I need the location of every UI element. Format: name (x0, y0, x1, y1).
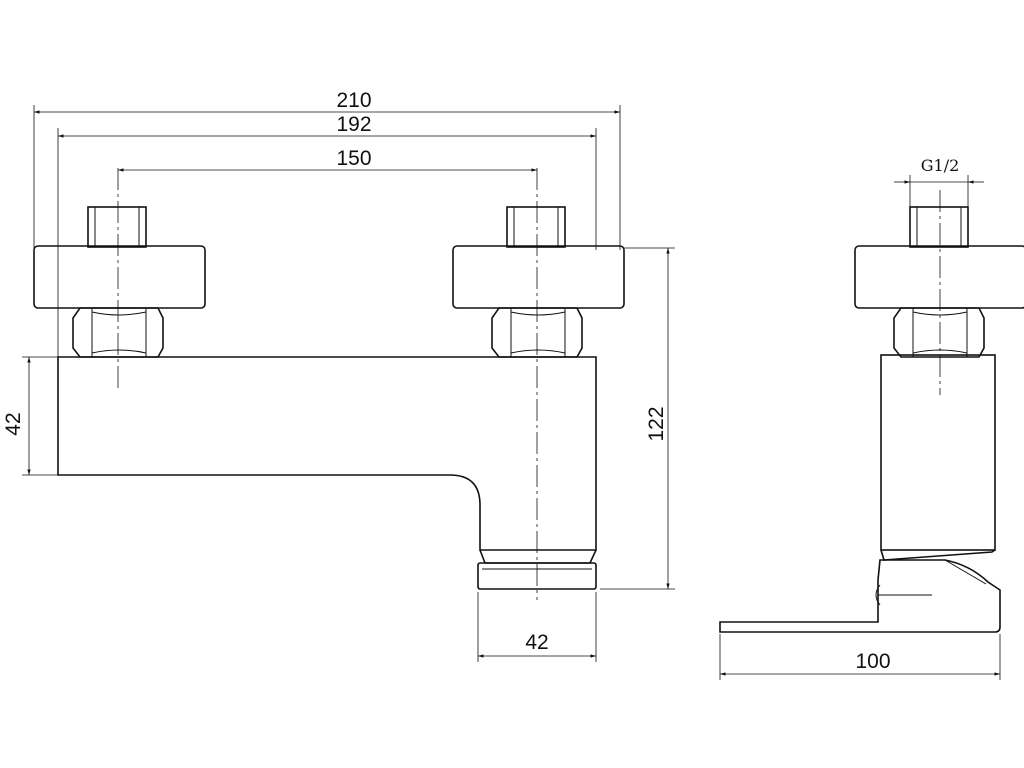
left-connector (33, 206, 206, 358)
dim-thread-size: G1/2 (921, 156, 960, 175)
side-view (719, 206, 1024, 633)
front-view (33, 206, 625, 590)
spout-neck (479, 549, 597, 564)
dim-center-distance: 150 (336, 147, 371, 170)
right-thread-nipple (506, 206, 566, 248)
side-hex-nut (893, 307, 985, 358)
side-lever-block (719, 559, 1001, 633)
dim-inlet-span: 192 (336, 113, 371, 136)
side-flange (854, 245, 1024, 309)
dimension-lines (22, 105, 1001, 680)
dim-side-depth: 100 (855, 650, 890, 673)
front-center-lines (117, 168, 538, 600)
faucet-body (57, 356, 597, 551)
dim-spout-width: 42 (525, 631, 548, 654)
left-flange (33, 245, 206, 309)
spout-aerator (477, 562, 597, 590)
side-body (880, 354, 996, 551)
side-thread-nipple (909, 206, 969, 248)
left-thread-nipple (87, 206, 147, 248)
right-flange (452, 245, 625, 309)
dim-body-height: 42 (2, 412, 25, 435)
right-connector (452, 206, 625, 358)
side-lever-chamfer (944, 559, 987, 585)
dim-total-height: 122 (645, 406, 668, 441)
side-lower-taper (880, 549, 996, 561)
dim-overall-width: 210 (336, 89, 371, 112)
side-lever-hole (875, 584, 881, 606)
